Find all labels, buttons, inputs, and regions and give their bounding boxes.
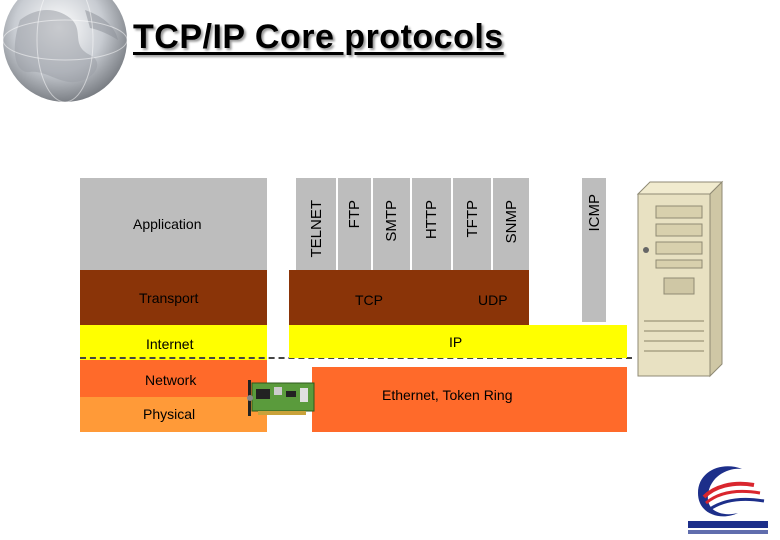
ftp-label: FTP bbox=[346, 200, 363, 229]
ip-block bbox=[289, 325, 627, 358]
snmp-label: SNMP bbox=[502, 200, 520, 244]
telnet-bar: TELNET bbox=[296, 178, 336, 270]
link-label: Ethernet, Token Ring bbox=[382, 387, 513, 403]
smtp-bar: SMTP bbox=[371, 178, 410, 270]
transport-label: Transport bbox=[139, 290, 199, 306]
network-block bbox=[312, 367, 627, 432]
tftp-bar: TFTP bbox=[451, 178, 491, 270]
globe-icon bbox=[2, 0, 128, 103]
network-card-icon bbox=[247, 380, 315, 416]
network-label: Network bbox=[145, 372, 197, 388]
physical-layer bbox=[80, 397, 267, 432]
snmp-bar: SNMP bbox=[491, 178, 529, 270]
tcp-udp-block bbox=[289, 270, 529, 325]
ip-label: IP bbox=[449, 334, 463, 350]
udp-label: UDP bbox=[478, 292, 508, 308]
application-layer bbox=[80, 178, 267, 270]
slide-title: TCP/IP Core protocols bbox=[133, 18, 504, 56]
physical-label: Physical bbox=[143, 406, 196, 422]
internet-layer bbox=[80, 325, 267, 360]
telnet-label: TELNET bbox=[307, 200, 325, 258]
http-label: HTTP bbox=[423, 200, 440, 240]
network-layer bbox=[80, 360, 267, 397]
company-logo bbox=[688, 466, 768, 534]
icmp-bar: ICMP bbox=[582, 178, 606, 322]
internet-label: Internet bbox=[146, 336, 194, 352]
tftp-label: TFTP bbox=[463, 200, 481, 238]
tcp-label: TCP bbox=[355, 292, 383, 308]
http-bar: HTTP bbox=[410, 178, 451, 270]
smtp-label: SMTP bbox=[383, 200, 400, 242]
application-label: Application bbox=[133, 216, 202, 232]
server-tower-icon bbox=[636, 180, 724, 378]
ftp-bar: FTP bbox=[336, 178, 371, 270]
dashed-divider bbox=[80, 357, 632, 359]
icmp-label: ICMP bbox=[585, 194, 603, 232]
transport-layer bbox=[80, 270, 267, 325]
